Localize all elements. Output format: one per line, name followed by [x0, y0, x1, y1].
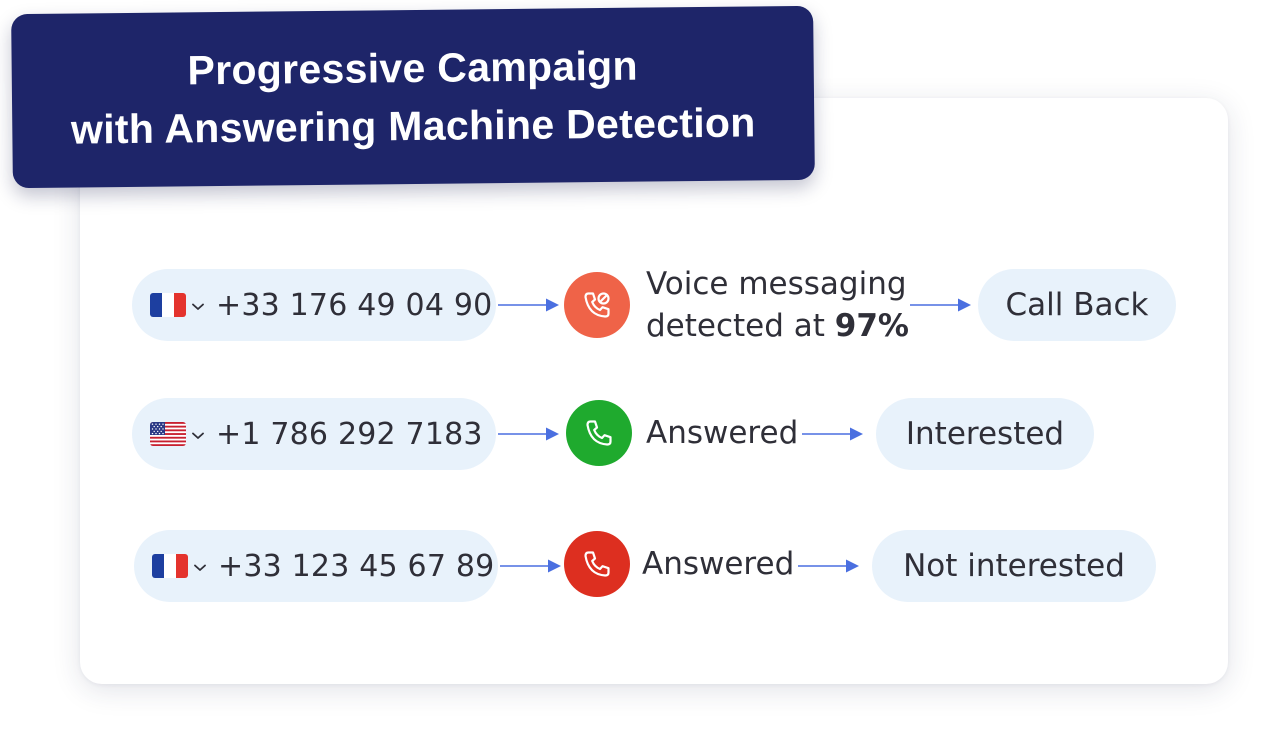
phone-number-pill[interactable]: +33 176 49 04 90 — [132, 269, 496, 341]
flow-arrow — [498, 426, 560, 442]
phone-number-pill[interactable]: +33 123 45 67 89 — [134, 530, 498, 602]
status-line-2-prefix: detected at — [646, 308, 835, 344]
phone-icon — [564, 531, 630, 597]
flow-arrow — [798, 558, 860, 574]
result-call-back[interactable]: Call Back — [978, 269, 1176, 341]
status-line-1: Voice messaging — [646, 266, 907, 302]
phone-number-pill[interactable]: +1 786 292 7183 — [132, 398, 496, 470]
phone-icon — [566, 400, 632, 466]
result-not-interested[interactable]: Not interested — [872, 530, 1156, 602]
phone-number: +1 786 292 7183 — [216, 416, 483, 452]
phone-blocked-icon — [564, 272, 630, 338]
france-flag-icon — [150, 293, 186, 317]
usa-flag-icon — [150, 422, 186, 446]
france-flag-icon — [152, 554, 188, 578]
title-line-1: Progressive Campaign — [187, 42, 639, 94]
answered-status: Answered — [642, 546, 795, 582]
result-interested[interactable]: Interested — [876, 398, 1094, 470]
title-banner: Progressive Campaign with Answering Mach… — [11, 5, 815, 189]
flow-arrow — [910, 297, 972, 313]
flow-arrow — [498, 297, 560, 313]
flow-arrow — [802, 426, 864, 442]
answered-status: Answered — [646, 415, 799, 451]
phone-number: +33 123 45 67 89 — [218, 548, 495, 584]
title-line-2: with Answering Machine Detection — [70, 99, 756, 153]
result-label: Not interested — [903, 548, 1125, 584]
result-label: Call Back — [1005, 287, 1149, 323]
status-line-2: detected at 97% — [646, 305, 909, 347]
phone-number: +33 176 49 04 90 — [216, 287, 493, 323]
chevron-down-icon[interactable] — [194, 564, 206, 572]
chevron-down-icon[interactable] — [192, 303, 204, 311]
detection-percent: 97% — [834, 308, 909, 344]
chevron-down-icon[interactable] — [192, 432, 204, 440]
flow-arrow — [500, 558, 562, 574]
voicemail-status: Voice messaging detected at 97% — [646, 263, 909, 347]
result-label: Interested — [905, 416, 1065, 452]
